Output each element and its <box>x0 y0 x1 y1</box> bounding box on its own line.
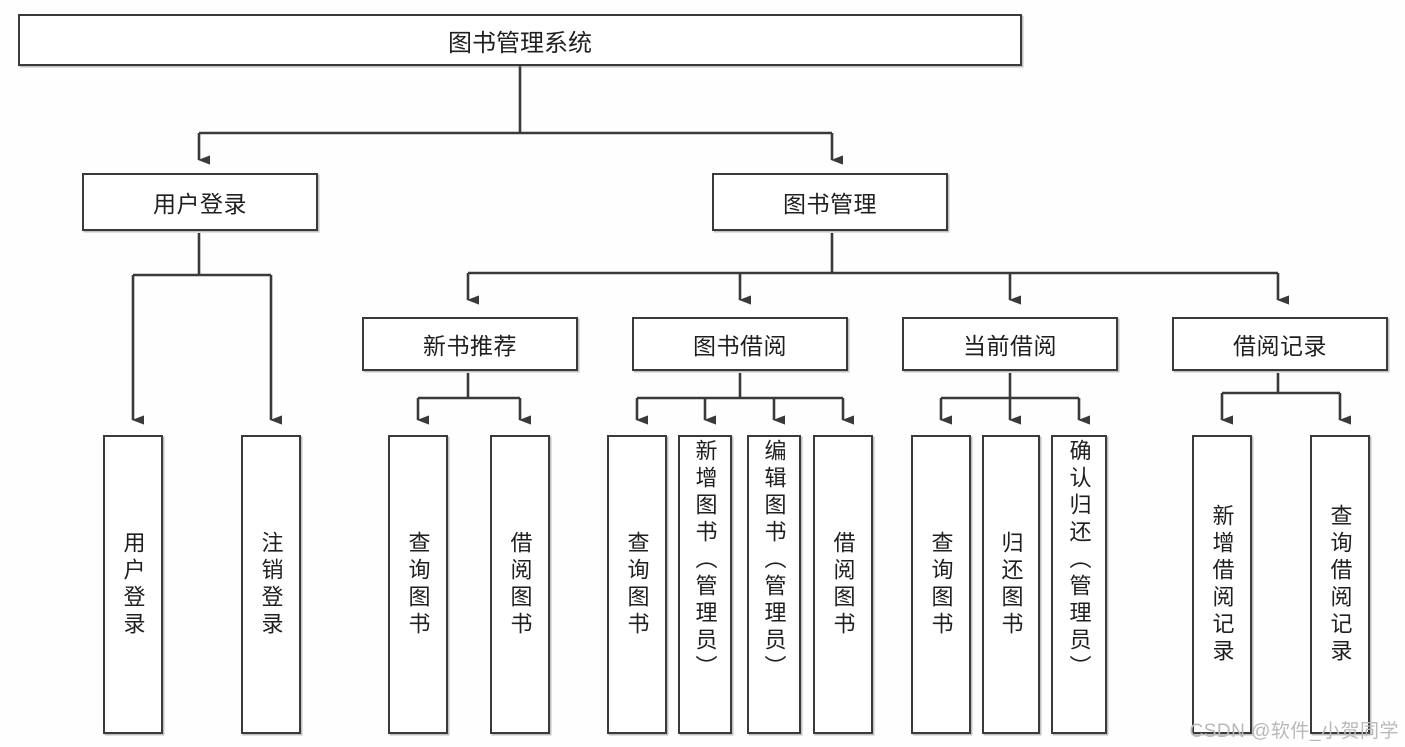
csdn-watermark: CSDN @软件_小贺同学 <box>1189 721 1399 742</box>
leaf-inner: 用户登录 <box>105 437 161 732</box>
leaf-record-query-record[interactable]: 查询借阅记录 <box>1310 435 1370 734</box>
node-label: 注销登录 <box>258 530 284 639</box>
node-label: 借阅图书 <box>830 530 856 639</box>
leaf-record-add-record[interactable]: 新增借阅记录 <box>1192 435 1252 734</box>
node-label: 新增图书（管理员） <box>692 439 718 682</box>
node-label: 查询借阅记录 <box>1327 503 1353 666</box>
leaf-inner: 编辑图书（管理员） <box>749 437 799 734</box>
node-label: 确认归还（管理员） <box>1066 439 1092 682</box>
leaf-inner: 新增借阅记录 <box>1194 437 1250 732</box>
node-label: 借阅图书 <box>507 530 533 639</box>
leaf-borrow-borrow-book[interactable]: 借阅图书 <box>813 435 873 734</box>
node-borrow-record[interactable]: 借阅记录 <box>1172 317 1388 371</box>
leaf-inner: 新增图书（管理员） <box>680 437 730 734</box>
leaf-borrow-add-book-admin[interactable]: 新增图书（管理员） <box>678 435 732 734</box>
node-label: 用户登录 <box>153 191 247 217</box>
leaf-current-query-book[interactable]: 查询图书 <box>911 435 971 734</box>
node-label: 查询图书 <box>624 530 650 639</box>
leaf-current-return-book[interactable]: 归还图书 <box>982 435 1040 734</box>
node-label: 新增借阅记录 <box>1209 503 1235 666</box>
node-label: 新书推荐 <box>423 333 517 359</box>
node-label: 图书借阅 <box>693 333 787 359</box>
node-book-borrow[interactable]: 图书借阅 <box>632 317 848 371</box>
node-label: 查询图书 <box>405 530 431 639</box>
node-book-management[interactable]: 图书管理 <box>712 173 948 231</box>
node-label: 当前借阅 <box>963 333 1057 359</box>
node-label: 借阅记录 <box>1233 333 1327 359</box>
leaf-inner: 借阅图书 <box>815 437 871 732</box>
leaf-borrow-query-book[interactable]: 查询图书 <box>607 435 667 734</box>
leaf-current-confirm-return-admin[interactable]: 确认归还（管理员） <box>1051 435 1107 734</box>
leaf-borrow-edit-book-admin[interactable]: 编辑图书（管理员） <box>747 435 801 734</box>
leaf-newbook-query-book[interactable]: 查询图书 <box>388 435 448 734</box>
leaf-inner: 注销登录 <box>243 437 299 732</box>
leaf-inner: 查询图书 <box>390 437 446 732</box>
leaf-inner: 查询借阅记录 <box>1312 437 1368 732</box>
node-label: 归还图书 <box>998 530 1024 639</box>
leaf-inner: 查询图书 <box>609 437 665 732</box>
node-root-system[interactable]: 图书管理系统 <box>18 14 1022 66</box>
leaf-user-login[interactable]: 用户登录 <box>103 435 163 734</box>
node-label: 图书管理系统 <box>448 29 592 57</box>
leaf-inner: 确认归还（管理员） <box>1053 437 1105 734</box>
node-new-book-recommend[interactable]: 新书推荐 <box>362 317 578 371</box>
leaf-logout[interactable]: 注销登录 <box>241 435 301 734</box>
leaf-newbook-borrow-book[interactable]: 借阅图书 <box>490 435 550 734</box>
leaf-inner: 查询图书 <box>913 437 969 732</box>
node-user-login[interactable]: 用户登录 <box>82 173 318 231</box>
node-label: 编辑图书（管理员） <box>761 439 787 682</box>
node-label: 图书管理 <box>783 191 877 217</box>
leaf-inner: 归还图书 <box>984 437 1038 732</box>
node-current-borrow[interactable]: 当前借阅 <box>902 317 1118 371</box>
leaf-inner: 借阅图书 <box>492 437 548 732</box>
node-label: 查询图书 <box>928 530 954 639</box>
node-label: 用户登录 <box>120 530 146 639</box>
